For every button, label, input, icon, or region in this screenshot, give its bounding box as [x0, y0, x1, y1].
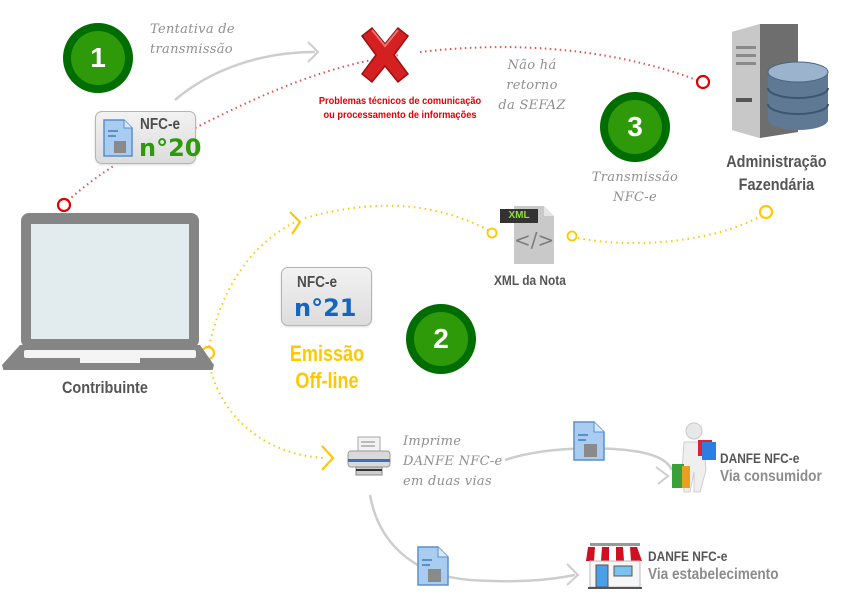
xml-label: XML da Nota: [494, 272, 566, 288]
print-arrow-head: [566, 563, 580, 586]
error-message: Problemas técnicos de comunicação ou pro…: [318, 95, 482, 121]
document-icon: [103, 119, 133, 157]
red-node: [695, 74, 711, 90]
red-node: [56, 197, 72, 213]
consumer-label: DANFE NFC-e Via consumidor: [720, 450, 822, 485]
nfce-20-type: NFC-e: [140, 116, 181, 133]
code-glyph: </>: [514, 228, 555, 252]
nfce-20-number: n°20: [139, 134, 202, 162]
yellow-node: [758, 204, 774, 220]
yellow-dotted-line: [304, 204, 489, 231]
server-label: Administração Fazendária: [726, 152, 827, 194]
document-icon: [573, 421, 605, 461]
step-2-badge: 2: [406, 304, 476, 374]
xml-file-icon: XML </>: [500, 206, 560, 268]
offline-emission-label: Emissão Off-line: [289, 341, 365, 393]
laptop-label: Contribuinte: [62, 378, 148, 397]
print-arrow-head: [655, 466, 670, 485]
laptop-icon: [2, 213, 214, 370]
nfce-20-card: NFC-e n°20: [95, 111, 201, 164]
yellow-node: [566, 230, 578, 242]
print-arrow: [504, 447, 674, 471]
step-3-badge: 3: [600, 92, 670, 162]
print-arrow: [368, 494, 576, 583]
yellow-arrow-head: [321, 445, 335, 471]
red-x-icon: [360, 26, 410, 84]
print-caption: Imprime DANFE NFC-e em duas vias: [403, 434, 503, 489]
attempt-arrow: [174, 50, 316, 101]
store-icon: [586, 543, 644, 589]
step-1-caption: Tentativa de transmissão: [150, 22, 235, 57]
attempt-arrow-head: [307, 41, 320, 63]
step-3-caption: Transmissão NFC-e: [591, 170, 679, 205]
printer-icon: [347, 436, 391, 476]
shopper-icon: [672, 422, 716, 493]
server-database-icon: [732, 24, 829, 138]
xml-badge: XML: [500, 209, 538, 223]
nfce-21-card: NFC-e n°21: [281, 267, 372, 326]
nfce-21-type: NFC-e: [297, 274, 338, 291]
document-icon: [417, 546, 449, 586]
yellow-dotted-line: [577, 214, 763, 245]
step-1-badge: 1: [63, 23, 133, 93]
store-label: DANFE NFC-e Via estabelecimento: [648, 548, 779, 583]
yellow-node: [486, 227, 498, 239]
yellow-arrow-head: [289, 211, 302, 235]
red-dotted-line: [63, 164, 116, 205]
nfce-21-number: n°21: [294, 294, 357, 322]
no-return-caption: Não há retorno da SEFAZ: [498, 58, 566, 113]
